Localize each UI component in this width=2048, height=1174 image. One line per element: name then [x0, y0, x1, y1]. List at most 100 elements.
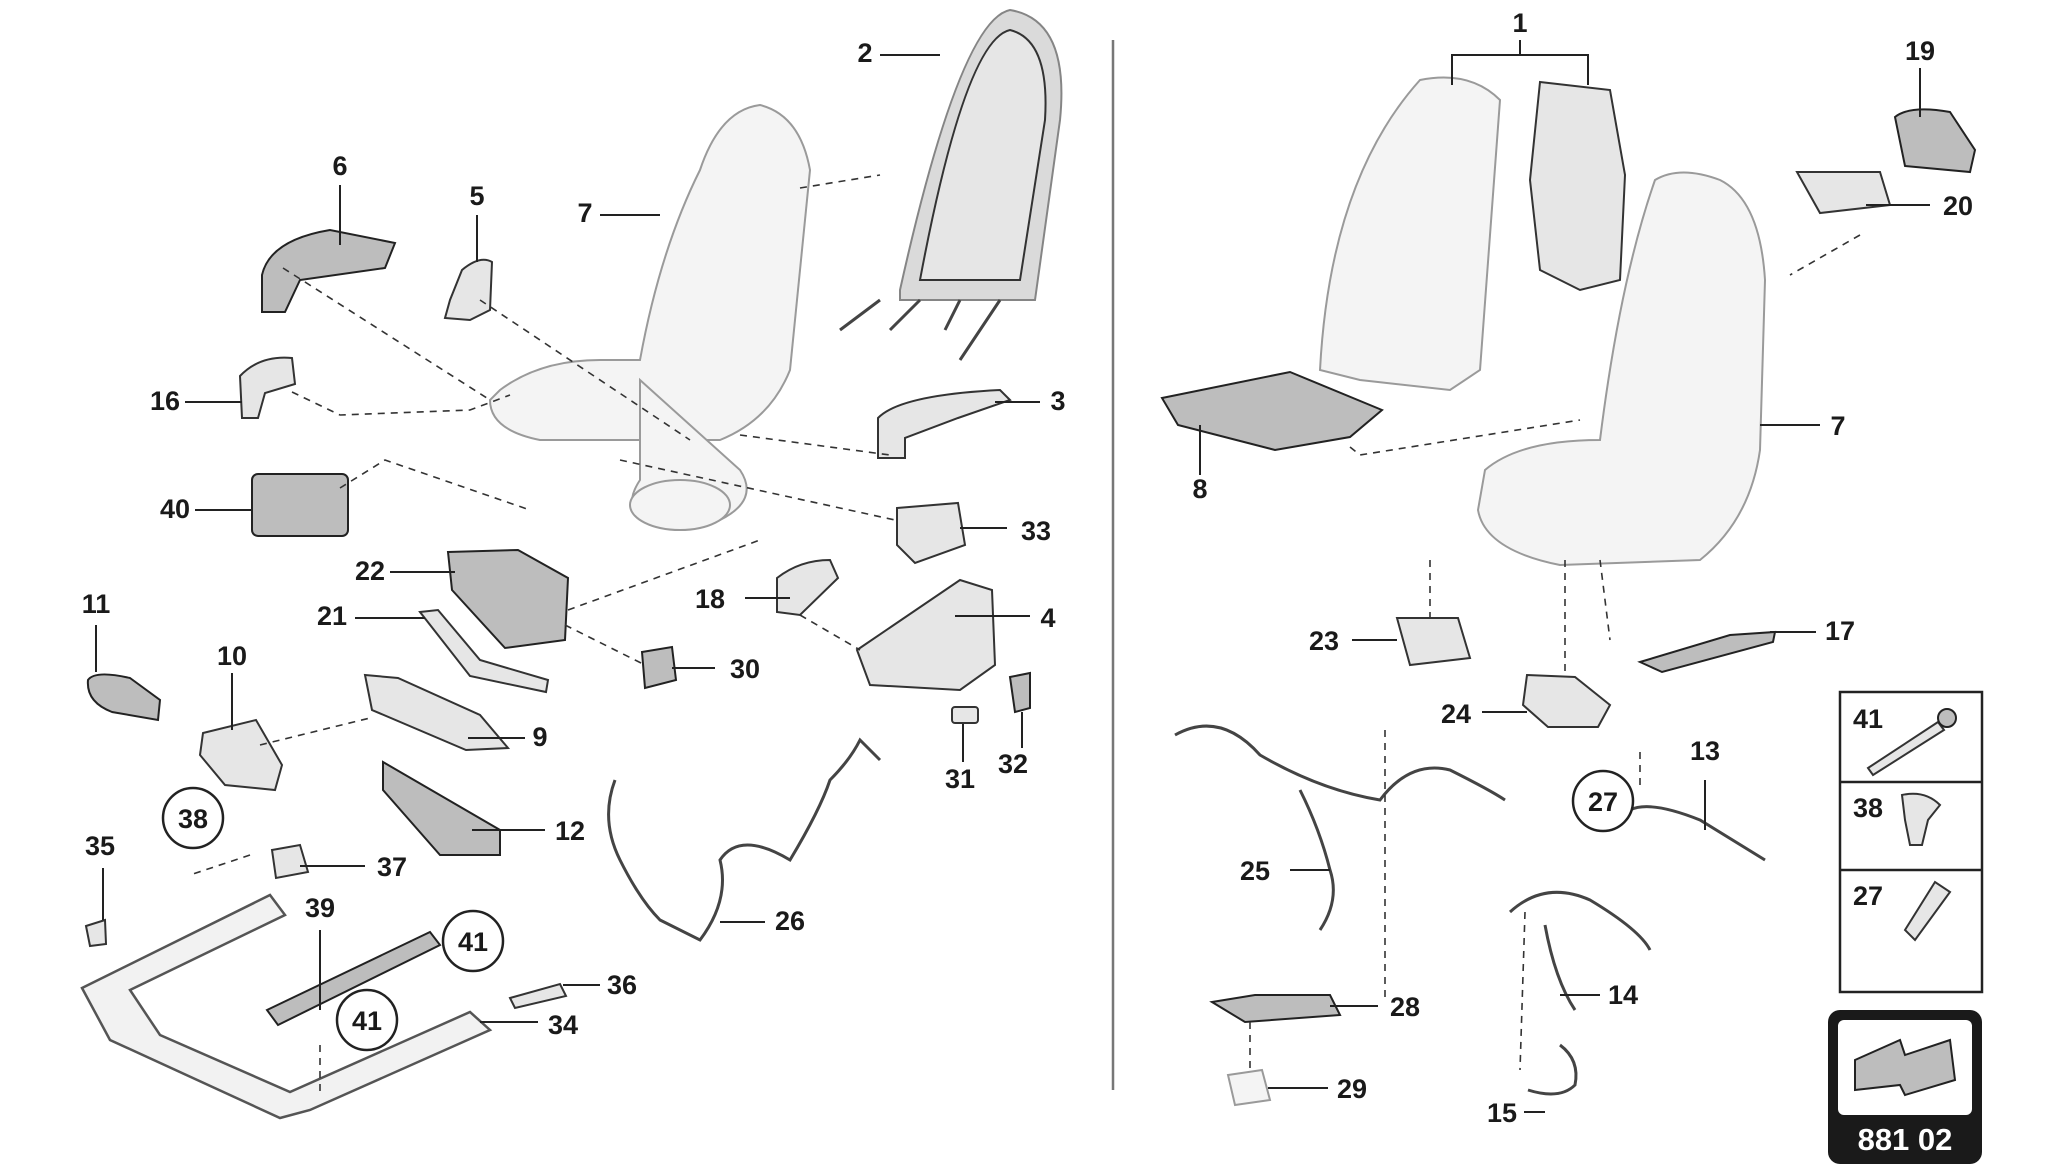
headrest-module-part: [1893, 108, 1977, 174]
cable-part: [1629, 805, 1766, 862]
backrest-cover-part: [1318, 76, 1502, 392]
bolt-icon: [1866, 720, 1946, 777]
left-callout-3: 3: [1050, 386, 1065, 416]
front-cover-part: [382, 760, 501, 856]
right-callout-15: 15: [1487, 1098, 1517, 1128]
left-callout-40: 40: [160, 494, 190, 524]
legend-numbers: 41 38 27: [1853, 704, 1883, 911]
right-callout-1: 1: [1512, 8, 1527, 38]
right-callout-29: 29: [1337, 1074, 1367, 1104]
left-assembly: [80, 8, 1063, 1120]
left-callout-5: 5: [469, 181, 484, 211]
left-callout-33: 33: [1021, 516, 1051, 546]
circle-41-left-bottom: [335, 988, 399, 1052]
lower-bracket-part: [1209, 994, 1342, 1024]
right-callout-27-circled: 27: [1588, 787, 1618, 817]
right-callout-14: 14: [1608, 980, 1638, 1010]
trim-strip-part: [363, 673, 511, 752]
left-callout-41-circled: 41: [352, 1006, 382, 1036]
right-callouts: 1 19 20 8 7 23 17 24 13 27 25 14 28 29 15: [1192, 8, 1973, 1128]
left-callout-30: 30: [730, 654, 760, 684]
left-callout-38-circled: 38: [178, 804, 208, 834]
left-callout-2: 2: [857, 38, 872, 68]
legend-number-41: 41: [1853, 704, 1883, 734]
bar-part: [418, 608, 550, 694]
mechanism-part: [1521, 673, 1612, 728]
right-callout-8: 8: [1192, 474, 1207, 504]
left-callout-36: 36: [607, 970, 637, 1000]
seat-cable-part: [1508, 890, 1652, 1011]
seat-trim-strip-part: [1637, 630, 1777, 674]
left-callout-34: 34: [548, 1010, 578, 1040]
fastener-legend: [1838, 690, 1984, 994]
left-callout-6: 6: [332, 151, 347, 181]
left-callout-26: 26: [775, 906, 805, 936]
right-callout-7: 7: [1830, 411, 1845, 441]
right-callout-17: 17: [1825, 616, 1855, 646]
left-callout-9: 9: [532, 722, 547, 752]
legend-number-27: 27: [1853, 881, 1883, 911]
backrest-frame-part: [839, 8, 1063, 361]
rail-part: [265, 930, 442, 1027]
left-callout-16: 16: [150, 386, 180, 416]
seat-outline-right-part: [1476, 171, 1767, 567]
seat-outline-part: [488, 103, 812, 531]
view-direction-arrow-icon: [1854, 1038, 1957, 1097]
right-callout-28: 28: [1390, 992, 1420, 1022]
clip-part: [640, 645, 678, 690]
seat-frame-part: [80, 893, 493, 1120]
left-callout-35: 35: [85, 831, 115, 861]
control-module-part: [1395, 617, 1472, 667]
left-callout-22: 22: [355, 556, 385, 586]
left-callout-31: 31: [945, 764, 975, 794]
lower-cover-part: [1226, 1068, 1272, 1107]
left-callout-18: 18: [695, 584, 725, 614]
circle-27-right: [1571, 769, 1635, 833]
view-badge: [1828, 1010, 1982, 1164]
legend-number-38: 38: [1853, 793, 1883, 823]
side-shield-part: [855, 578, 997, 692]
left-callout-10: 10: [217, 641, 247, 671]
left-callout-41-circled: 41: [458, 927, 488, 957]
bracket-part: [443, 258, 494, 322]
right-side-cover-part: [877, 388, 1012, 459]
short-rail-part: [508, 982, 568, 1010]
backrest-foam-part: [1528, 80, 1627, 292]
circle-38-left: [161, 786, 225, 850]
left-callout-37: 37: [377, 852, 407, 882]
trim-piece-part: [238, 356, 297, 419]
motor-part: [251, 473, 349, 537]
small-cap-part: [1008, 671, 1031, 714]
cylinder-part: [86, 673, 162, 722]
right-callout-24: 24: [1441, 699, 1471, 729]
left-callout-11: 11: [82, 589, 111, 619]
push-clip-icon: [1900, 792, 1942, 846]
left-callout-7: 7: [577, 198, 592, 228]
housing-part: [198, 718, 284, 792]
right-assembly: [1160, 40, 1984, 1164]
right-callout-23: 23: [1309, 626, 1339, 656]
left-callout-21: 21: [317, 601, 347, 631]
right-callout-13: 13: [1690, 736, 1720, 766]
right-callout-20: 20: [1943, 191, 1973, 221]
side-cover-part: [261, 228, 397, 313]
left-callout-12: 12: [555, 816, 585, 846]
left-callout-39: 39: [305, 893, 335, 923]
right-callout-19: 19: [1905, 36, 1935, 66]
diagram-code: 881 02: [1858, 1122, 1953, 1157]
left-callout-4: 4: [1040, 603, 1055, 633]
tray-part: [446, 548, 570, 650]
main-harness-part: [1174, 724, 1506, 931]
left-callout-32: 32: [998, 749, 1028, 779]
lever-cover-part: [776, 558, 840, 617]
switch-part: [1795, 171, 1892, 215]
wiring-harness-part: [607, 737, 882, 942]
module-part: [896, 501, 967, 565]
short-cable-part: [1527, 1043, 1578, 1096]
small-clip-part: [951, 706, 979, 724]
retainer-clip-part: [84, 918, 108, 948]
right-callout-25: 25: [1240, 856, 1270, 886]
screw-icon: [1903, 880, 1952, 942]
